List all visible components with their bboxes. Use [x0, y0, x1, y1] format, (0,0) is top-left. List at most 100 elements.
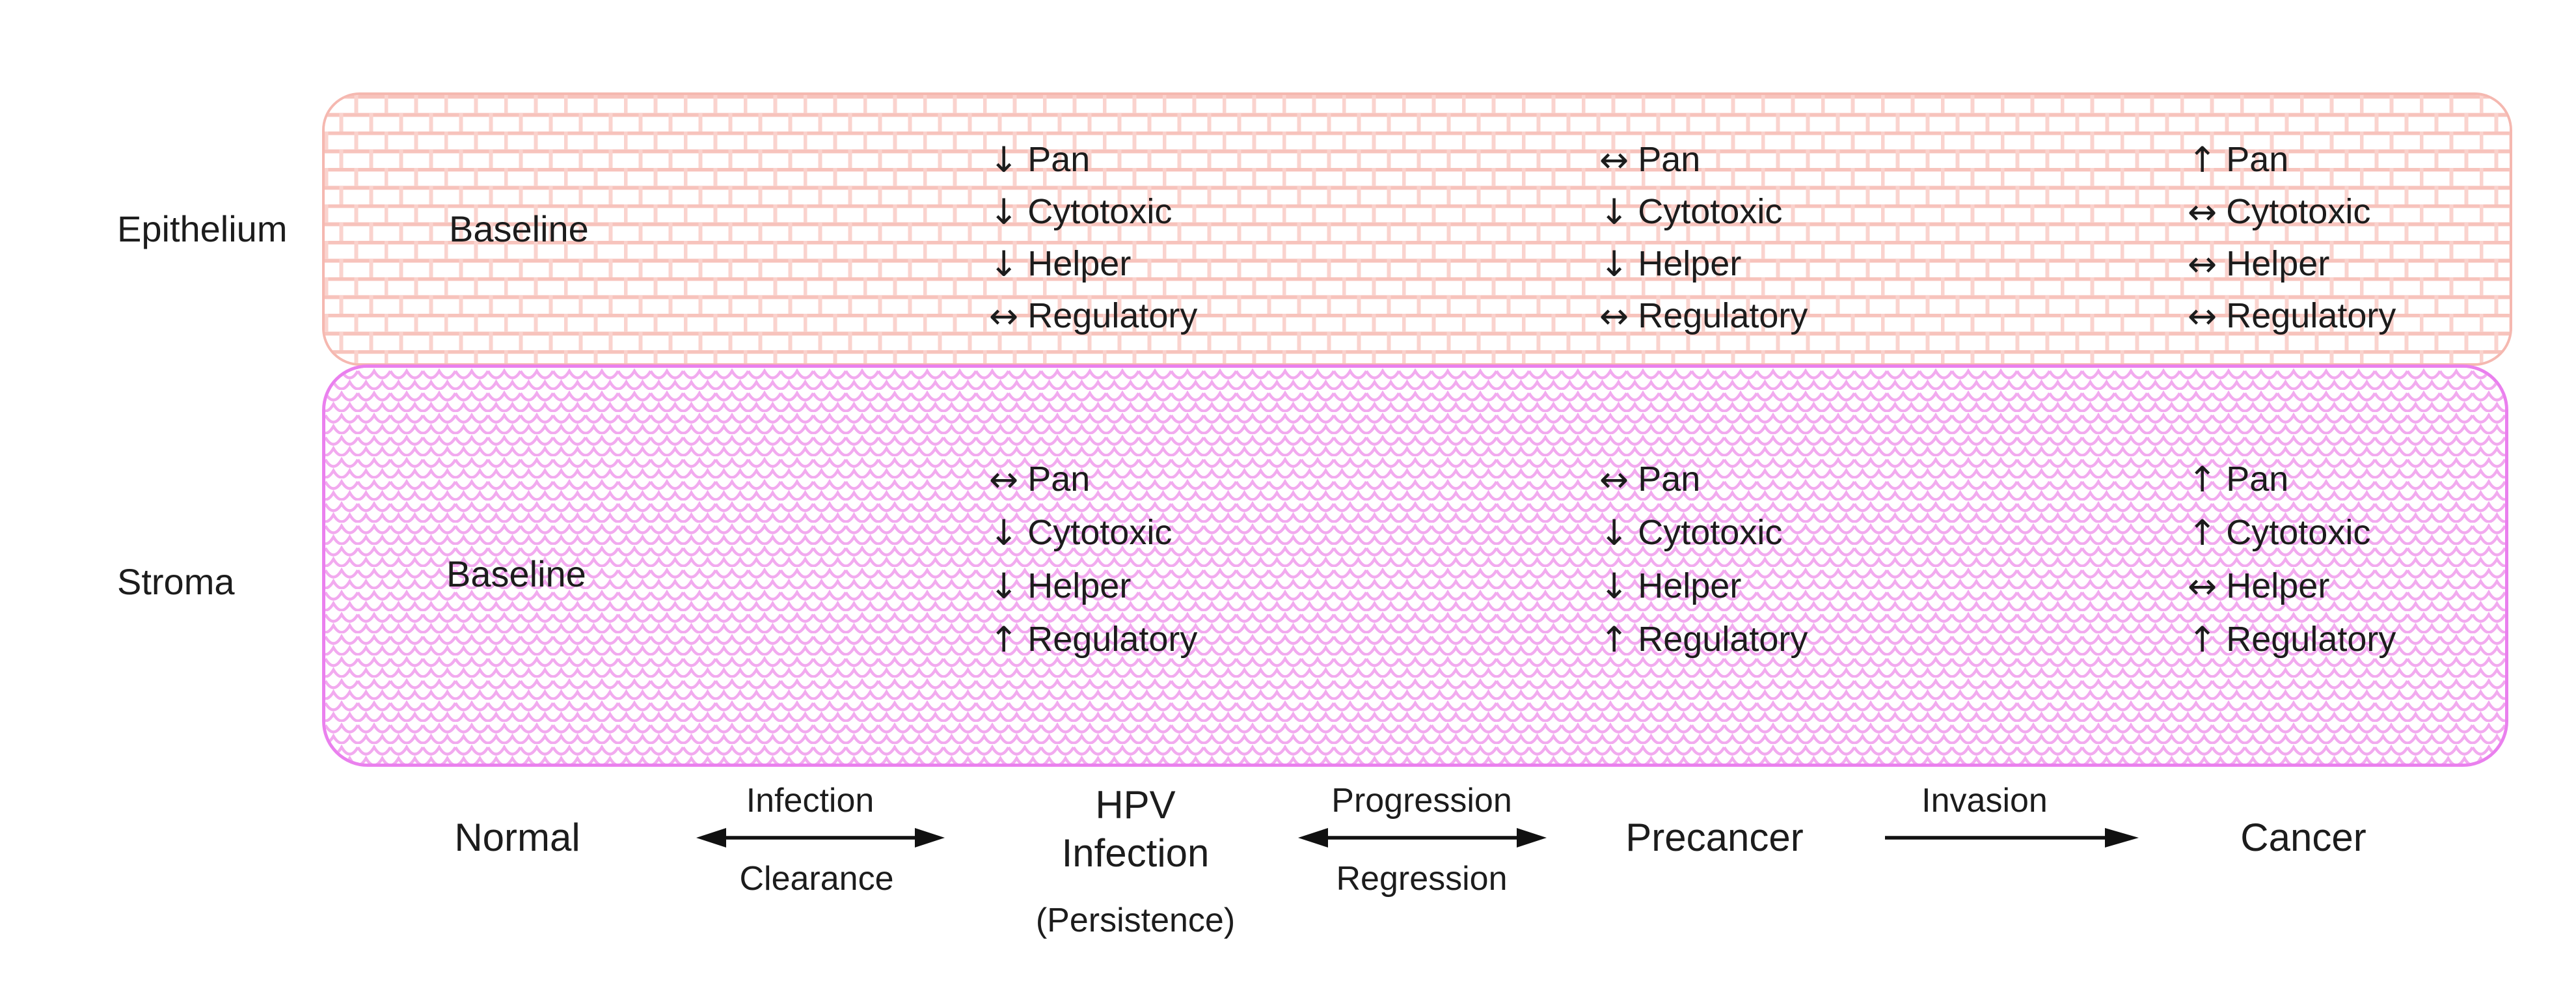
stage-cancer-label: Cancer: [2240, 816, 2366, 859]
stroma-compartment: [322, 365, 2508, 767]
arrow-leftright-icon: ↔: [1599, 139, 1629, 180]
list-item: ↓Cytotoxic: [1599, 506, 1808, 559]
list-item: ↔Cytotoxic: [2188, 186, 2396, 238]
arrow-down-icon: ↓: [989, 139, 1019, 180]
tcell-label: Helper: [2226, 244, 2330, 283]
list-item: ↑Regulatory: [989, 613, 1197, 666]
tcell-label: Cytotoxic: [1027, 192, 1173, 231]
stage-hpv-line1: HPV: [1095, 783, 1176, 827]
arrow-up-icon: ↑: [2188, 458, 2217, 500]
arrow-leftright-icon: ↔: [989, 295, 1019, 337]
transition-progression-label: Progression: [1331, 782, 1512, 820]
arrow-up-icon: ↑: [989, 618, 1019, 660]
stage-normal-label: Normal: [454, 816, 580, 859]
list-item: ↓Cytotoxic: [1599, 186, 1808, 238]
list-item: ↑Pan: [2188, 452, 2396, 506]
stage-hpv-infection-label: HPV Infection (Persistence): [1005, 781, 1266, 939]
arrow-leftright-icon: ↔: [2188, 243, 2217, 284]
list-item: ↑Cytotoxic: [2188, 506, 2396, 559]
list-item: ↓Cytotoxic: [989, 186, 1197, 238]
arrow-up-icon: ↑: [2188, 618, 2217, 660]
arrow-leftright-icon: ↔: [989, 458, 1019, 500]
arrow-up-icon: ↑: [2188, 139, 2217, 180]
stroma-row-label: Stroma: [117, 561, 235, 602]
tcell-label: Helper: [1638, 244, 1742, 283]
epithelium-precancer-tcell-list: ↔Pan ↓Cytotoxic ↓Helper ↔Regulatory: [1599, 133, 1808, 342]
arrow-down-icon: ↓: [1599, 565, 1629, 607]
tcell-label: Cytotoxic: [1638, 192, 1783, 231]
list-item: ↓Pan: [989, 133, 1197, 186]
list-item: ↔Pan: [1599, 452, 1808, 506]
epithelium-hpv-tcell-list: ↓Pan ↓Cytotoxic ↓Helper ↔Regulatory: [989, 133, 1197, 342]
tcell-label: Regulatory: [1027, 620, 1198, 659]
double-arrow-icon: [1298, 828, 1547, 848]
arrow-down-icon: ↓: [1599, 512, 1629, 553]
transition-infection-label: Infection: [746, 782, 874, 820]
arrow-leftright-icon: ↔: [2188, 191, 2217, 232]
epithelium-baseline-label: Baseline: [449, 208, 589, 249]
tcell-label: Cytotoxic: [2226, 192, 2371, 231]
list-item: ↑Regulatory: [2188, 613, 2396, 666]
list-item: ↑Regulatory: [1599, 613, 1808, 666]
tcell-label: Helper: [1638, 566, 1742, 605]
arrow-down-icon: ↓: [989, 191, 1019, 232]
tcell-label: Pan: [1027, 140, 1091, 179]
arrow-leftright-icon: ↔: [2188, 295, 2217, 337]
list-item: ↔Helper: [2188, 559, 2396, 613]
tcell-label: Regulatory: [1638, 620, 1808, 659]
tcell-label: Regulatory: [1638, 296, 1808, 335]
list-item: ↓Helper: [989, 238, 1197, 290]
stroma-hpv-tcell-list: ↔Pan ↓Cytotoxic ↓Helper ↑Regulatory: [989, 452, 1197, 666]
stage-precancer-label: Precancer: [1625, 816, 1804, 859]
arrow-down-icon: ↓: [1599, 243, 1629, 284]
arrow-leftright-icon: ↔: [1599, 458, 1629, 500]
transition-invasion-label: Invasion: [1921, 782, 2048, 820]
stroma-precancer-tcell-list: ↔Pan ↓Cytotoxic ↓Helper ↑Regulatory: [1599, 452, 1808, 666]
list-item: ↓Helper: [1599, 559, 1808, 613]
arrow-leftright-icon: ↔: [1599, 295, 1629, 337]
tcell-label: Cytotoxic: [1638, 513, 1783, 552]
arrow-down-icon: ↓: [1599, 191, 1629, 232]
arrow-leftright-icon: ↔: [2188, 565, 2217, 607]
transition-clearance-label: Clearance: [739, 860, 894, 898]
list-item: ↔Regulatory: [989, 290, 1197, 342]
epithelium-compartment: [322, 92, 2512, 366]
brick-pattern: [325, 95, 2510, 363]
double-arrow-icon: [696, 828, 945, 848]
tcell-label: Cytotoxic: [1027, 513, 1173, 552]
arrow-down-icon: ↓: [989, 512, 1019, 553]
epithelium-row-label: Epithelium: [117, 208, 288, 249]
tcell-label: Pan: [1638, 140, 1701, 179]
tcell-label: Regulatory: [2226, 620, 2396, 659]
tcell-label: Pan: [1027, 460, 1091, 499]
tcell-label: Helper: [1027, 566, 1132, 605]
arrow-down-icon: ↓: [989, 243, 1019, 284]
list-item: ↓Cytotoxic: [989, 506, 1197, 559]
epithelium-cancer-tcell-list: ↑Pan ↔Cytotoxic ↔Helper ↔Regulatory: [2188, 133, 2396, 342]
stroma-baseline-label: Baseline: [446, 553, 586, 594]
arrow-up-icon: ↑: [1599, 618, 1629, 660]
tcell-label: Pan: [2226, 460, 2289, 499]
tcell-label: Regulatory: [2226, 296, 2396, 335]
list-item: ↓Helper: [989, 559, 1197, 613]
tcell-label: Cytotoxic: [2226, 513, 2371, 552]
list-item: ↔Regulatory: [1599, 290, 1808, 342]
arrow-up-icon: ↑: [2188, 512, 2217, 553]
tcell-label: Helper: [1027, 244, 1132, 283]
list-item: ↑Pan: [2188, 133, 2396, 186]
right-arrow-icon: [1885, 828, 2139, 848]
stage-hpv-line2: Infection: [1061, 831, 1210, 875]
tcell-label: Helper: [2226, 566, 2330, 605]
tcell-label: Regulatory: [1027, 296, 1198, 335]
list-item: ↔Pan: [989, 452, 1197, 506]
list-item: ↔Regulatory: [2188, 290, 2396, 342]
list-item: ↓Helper: [1599, 238, 1808, 290]
list-item: ↔Pan: [1599, 133, 1808, 186]
scale-pattern: [325, 368, 2505, 764]
tcell-label: Pan: [1638, 460, 1701, 499]
arrow-down-icon: ↓: [989, 565, 1019, 607]
stroma-cancer-tcell-list: ↑Pan ↑Cytotoxic ↔Helper ↑Regulatory: [2188, 452, 2396, 666]
list-item: ↔Helper: [2188, 238, 2396, 290]
transition-regression-label: Regression: [1336, 860, 1508, 898]
